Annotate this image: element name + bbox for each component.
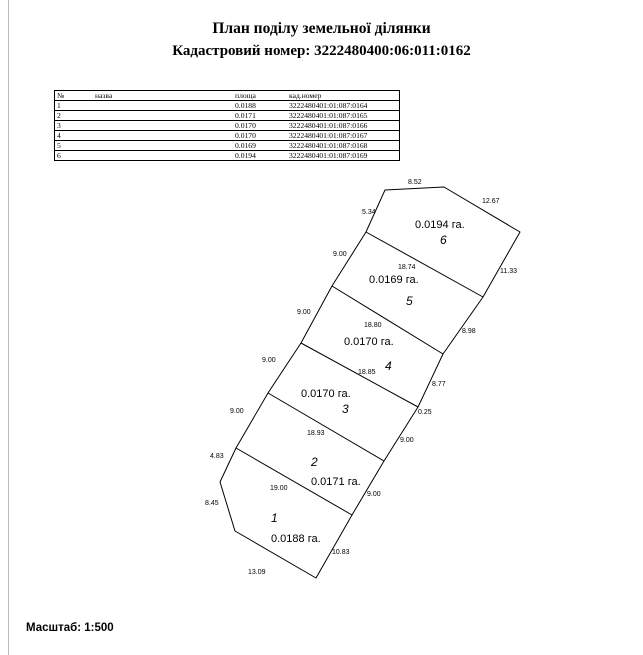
division-line-2-1 <box>235 447 353 516</box>
parcel-4-number: 4 <box>385 359 392 373</box>
parcel-2-area: 0.0171 га. <box>311 476 361 488</box>
document-title: План поділу земельної ділянки <box>212 20 431 37</box>
table-row: 4 0.0170 3222480401:01:087:0167 <box>54 130 400 141</box>
dim-right-jog: 0.25 <box>418 409 432 416</box>
dim-left-2: 9.00 <box>230 408 244 415</box>
row-cadastral: 3222480401:01:087:0167 <box>287 130 400 141</box>
row-cadastral: 3222480401:01:087:0168 <box>287 140 400 151</box>
dim-left-lower: 8.45 <box>205 500 219 507</box>
dim-right-5: 8.98 <box>462 328 476 335</box>
cadastral-number: Кадастровий номер: 3222480400:06:011:016… <box>172 43 471 59</box>
row-number: 2 <box>54 110 93 121</box>
division-line-6-5 <box>365 231 484 298</box>
dim-top-right: 12.67 <box>482 198 500 205</box>
row-number: 6 <box>54 150 93 161</box>
row-name <box>93 110 233 121</box>
parcel-6-area: 0.0194 га. <box>415 219 465 231</box>
header-name: назва <box>93 90 233 101</box>
parcel-3-number: 3 <box>342 402 349 416</box>
dim-bottom-right: 10.83 <box>332 549 350 556</box>
row-cadastral: 3222480401:01:087:0169 <box>287 150 400 161</box>
division-line-3-2 <box>267 392 385 462</box>
row-cadastral: 3222480401:01:087:0166 <box>287 120 400 131</box>
row-number: 3 <box>54 120 93 131</box>
table-row: 1 0.0188 3222480401:01:087:0164 <box>54 100 400 111</box>
dim-bottom: 13.09 <box>248 569 266 576</box>
row-area: 0.0170 <box>233 130 287 141</box>
dim-left-3: 9.00 <box>262 357 276 364</box>
header-number: № <box>54 90 93 101</box>
parcels-table: № назва площа кад.номер 1 0.0188 3222480… <box>54 90 400 161</box>
dim-right-4: 8.77 <box>432 381 446 388</box>
row-number: 4 <box>54 130 93 141</box>
dim-left-1: 4.83 <box>210 453 224 460</box>
dim-left-4: 9.00 <box>297 309 311 316</box>
row-area: 0.0171 <box>233 110 287 121</box>
dim-right-6: 11.33 <box>500 268 517 275</box>
dim-top-left: 5.34 <box>362 209 376 216</box>
row-name <box>93 130 233 141</box>
dim-top: 8.52 <box>408 179 422 186</box>
scale-label: Масштаб: 1:500 <box>26 622 114 634</box>
plot-outline <box>219 186 521 579</box>
dim-right-2: 9.00 <box>367 491 381 498</box>
header-area: площа <box>233 90 287 101</box>
row-area: 0.0169 <box>233 140 287 151</box>
table-row: 6 0.0194 3222480401:01:087:0169 <box>54 150 400 161</box>
table-header-row: № назва площа кад.номер <box>54 90 400 101</box>
dim-division-4-3: 18.85 <box>358 369 376 376</box>
row-name <box>93 120 233 131</box>
division-line-4-3 <box>300 342 419 408</box>
parcel-2-number: 2 <box>310 455 318 469</box>
table-row: 2 0.0171 3222480401:01:087:0165 <box>54 110 400 121</box>
parcel-5-number: 5 <box>406 294 413 308</box>
division-line-5-4 <box>331 285 444 355</box>
row-area: 0.0194 <box>233 150 287 161</box>
row-cadastral: 3222480401:01:087:0164 <box>287 100 400 111</box>
dim-division-6-5: 18.74 <box>398 264 416 271</box>
parcel-1-number: 1 <box>271 511 278 525</box>
dim-right-3: 9.00 <box>400 437 414 444</box>
row-area: 0.0188 <box>233 100 287 111</box>
page-edge-line <box>8 0 9 655</box>
parcel-3-area: 0.0170 га. <box>301 388 351 400</box>
row-number: 1 <box>54 100 93 111</box>
row-name <box>93 150 233 161</box>
dim-division-5-4: 18.80 <box>364 322 382 329</box>
table-row: 3 0.0170 3222480401:01:087:0166 <box>54 120 400 131</box>
dim-left-5: 9.00 <box>333 251 347 258</box>
parcel-6-number: 6 <box>440 233 447 247</box>
header-cadastral: кад.номер <box>287 90 400 101</box>
parcel-5-area: 0.0169 га. <box>369 274 419 286</box>
row-cadastral: 3222480401:01:087:0165 <box>287 110 400 121</box>
dim-division-2-1: 19.00 <box>270 485 288 492</box>
table-row: 5 0.0169 3222480401:01:087:0168 <box>54 140 400 151</box>
row-name <box>93 100 233 111</box>
row-name <box>93 140 233 151</box>
row-area: 0.0170 <box>233 120 287 131</box>
dim-division-3-2: 18.93 <box>307 430 325 437</box>
parcel-1-area: 0.0188 га. <box>271 533 321 545</box>
row-number: 5 <box>54 140 93 151</box>
parcel-4-area: 0.0170 га. <box>344 336 394 348</box>
